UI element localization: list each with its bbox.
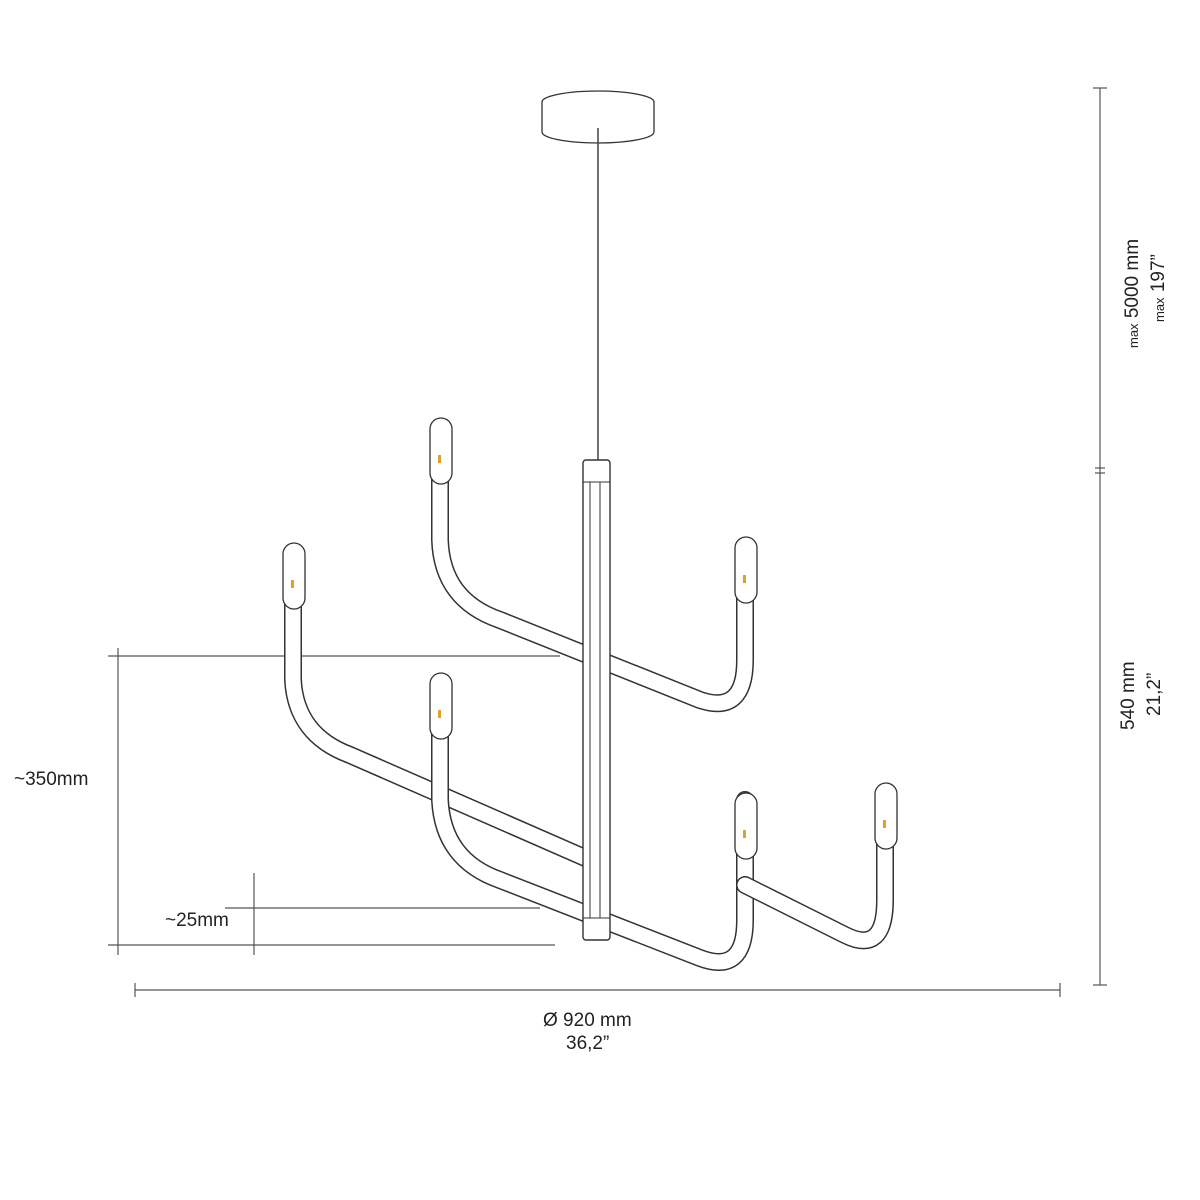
arm-thickness-label: ~25mm [165, 910, 229, 931]
tier-spacing-label: ~350mm [14, 769, 89, 790]
central-light-tube [582, 459, 611, 941]
height-max-label: max 5000 mm [1122, 239, 1144, 348]
height-max-in: 197” [1148, 254, 1169, 293]
height-max-mm: 5000 mm [1122, 238, 1143, 319]
body-height-mm: 540 mm [1118, 661, 1139, 730]
diameter-in: 36,2” [566, 1033, 610, 1054]
body-height-in: 21,2” [1144, 672, 1165, 716]
arms [284, 421, 894, 971]
dimension-lines [108, 87, 1107, 997]
max-prefix: max [1126, 323, 1141, 348]
max-prefix: max [1152, 297, 1167, 322]
height-max-in-label: max 197” [1148, 254, 1170, 322]
diameter-mm: Ø 920 mm [543, 1010, 632, 1031]
leather-loops [282, 417, 898, 860]
lamp-body [282, 90, 898, 971]
